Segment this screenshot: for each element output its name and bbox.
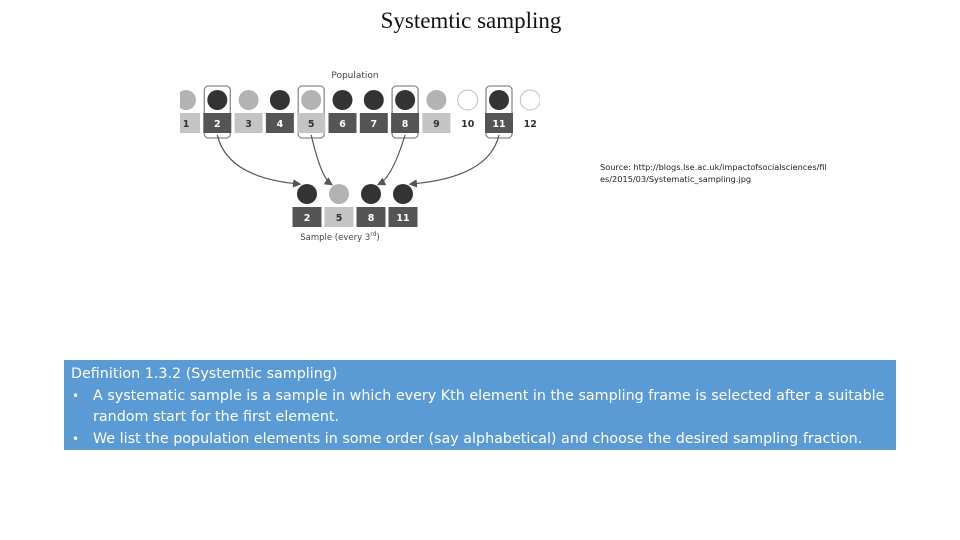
number-box (292, 207, 322, 227)
definition-bullet-text: A systematic sample is a sample in which… (93, 387, 885, 426)
number-label: 4 (277, 119, 284, 130)
number-label: 7 (370, 119, 377, 130)
person-icon (207, 90, 228, 110)
number-label: 8 (368, 213, 375, 224)
person-icon (269, 90, 290, 110)
sample-label-end: ) (376, 233, 379, 243)
person-icon (363, 90, 384, 110)
sample-member: 2 (292, 184, 322, 227)
sample-label-sup: rd (370, 231, 376, 238)
slide-title: Systemtic sampling (380, 8, 562, 33)
number-box (453, 113, 482, 133)
definition-bullet: • A systematic sample is a sample in whi… (71, 386, 889, 429)
number-box (297, 113, 326, 133)
number-label: 8 (402, 119, 409, 130)
selection-arrow (376, 134, 406, 186)
number-label: 11 (492, 119, 505, 130)
selected-frame (391, 85, 419, 139)
number-box (328, 113, 357, 133)
number-box (388, 207, 418, 227)
population-member: 3 (234, 90, 263, 133)
number-box (265, 113, 294, 133)
person-icon (332, 90, 353, 110)
person-icon (519, 89, 540, 111)
population-member: 6 (328, 90, 357, 133)
selection-arrow (408, 134, 500, 188)
selected-frame (485, 85, 513, 139)
population-member: 12 (516, 89, 540, 133)
number-label: 12 (524, 119, 537, 130)
definition-bullet-list: • A systematic sample is a sample in whi… (71, 386, 889, 451)
number-box (203, 113, 232, 133)
definition-bullet: • We list the population elements in som… (71, 429, 889, 451)
person-icon (426, 90, 447, 110)
person-icon (457, 89, 479, 111)
selection-arrows (216, 134, 500, 188)
number-box (485, 113, 513, 133)
sample-member: 11 (388, 184, 418, 227)
selection-arrow (310, 134, 334, 186)
selected-frame (297, 85, 325, 139)
person-icon (180, 90, 196, 110)
sample-row: 2 5 8 11 (292, 184, 418, 227)
population-member: 8 (391, 90, 420, 133)
person-icon (393, 184, 413, 204)
population-member: 2 (203, 90, 232, 133)
definition-heading: Definition 1.3.2 (Systemtic sampling) (71, 366, 338, 382)
person-icon (489, 90, 509, 110)
number-box (391, 113, 420, 133)
number-box (234, 113, 263, 133)
definition-box: Definition 1.3.2 (Systemtic sampling) • … (64, 360, 896, 450)
number-box (516, 113, 540, 133)
population-member: 5 (297, 90, 326, 133)
number-label: 1 (183, 119, 190, 130)
number-box (356, 207, 386, 227)
number-label: 3 (245, 119, 252, 130)
definition-bullet-text: We list the population elements in some … (93, 430, 863, 447)
sample-member: 8 (356, 184, 386, 227)
person-icon (238, 90, 259, 110)
number-label: 11 (396, 213, 409, 224)
person-icon (297, 184, 317, 204)
number-label: 9 (433, 119, 440, 130)
population-member: 10 (453, 89, 482, 133)
population-member: 9 (422, 90, 451, 133)
number-label: 2 (304, 213, 311, 224)
source-citation: Source: http://blogs.lse.ac.uk/impactofs… (600, 162, 827, 184)
number-box (180, 113, 200, 133)
number-label: 10 (461, 119, 475, 130)
population-label: Population (331, 71, 378, 81)
bullet-glyph: • (72, 388, 80, 403)
sample-label-text: Sample (every 3 (300, 233, 370, 243)
number-box (422, 113, 451, 133)
selected-frame (203, 85, 231, 139)
person-icon (329, 184, 349, 204)
person-icon (395, 90, 416, 110)
number-label: 5 (308, 119, 315, 130)
person-icon (301, 90, 322, 110)
sample-label: Sample (every 3rd) (300, 231, 380, 243)
number-label: 2 (214, 119, 221, 130)
number-box (324, 207, 354, 227)
population-member: 7 (359, 90, 388, 133)
person-icon (361, 184, 381, 204)
population-member: 11 (485, 90, 513, 133)
number-label: 6 (339, 119, 346, 130)
number-box (359, 113, 388, 133)
population-member: 4 (265, 90, 294, 133)
bullet-glyph: • (72, 431, 80, 446)
population-member: 1 (180, 90, 200, 133)
number-label: 5 (336, 213, 343, 224)
sample-member: 5 (324, 184, 354, 227)
selection-arrow (216, 134, 302, 188)
